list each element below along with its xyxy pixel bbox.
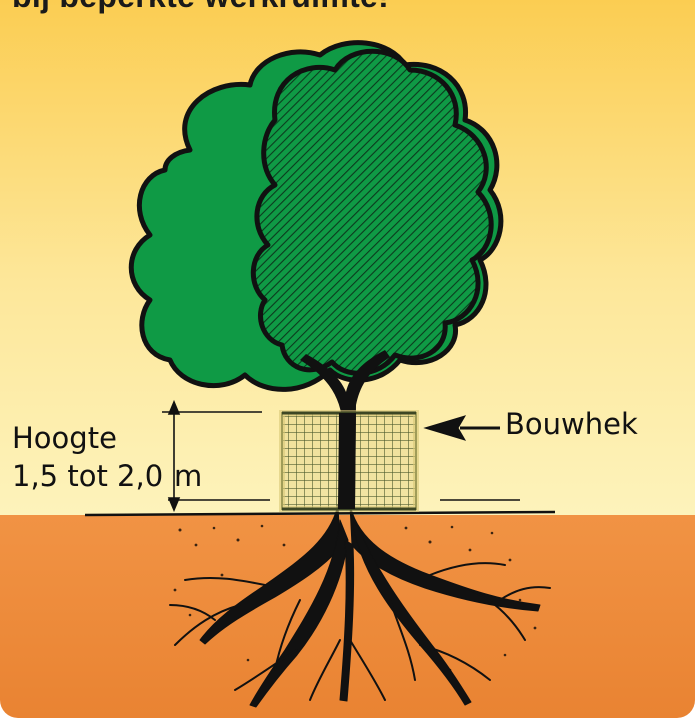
height-unit-label: m — [174, 462, 202, 491]
height-label-line2: 1,5 tot 2,0 — [12, 462, 163, 491]
height-label-line1: Hoogte — [12, 424, 117, 453]
fence-label: Bouwhek — [505, 410, 638, 439]
caption-title: bij beperkte werkruimte! — [12, 0, 389, 15]
